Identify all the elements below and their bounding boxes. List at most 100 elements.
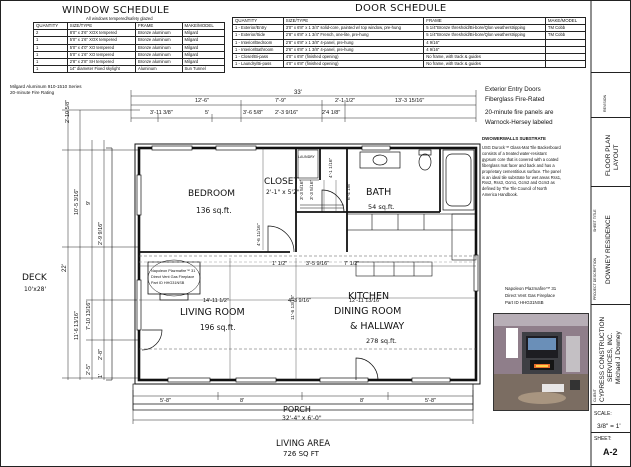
drywall-note-line: consists of a treated water-resistant [482,150,547,156]
room-closet-dim: 2'-1" x 5'2" [266,189,300,196]
left-dim-9: 1' [98,373,104,378]
drywall-note-line: proprietary cementitious surface. The pa… [482,168,561,174]
room-bath: BATH [366,187,392,198]
room-kitchen: KITCHEN [348,291,390,302]
fireplace-label-2: Direct Vent Gas Fireplace [151,275,195,279]
room-porch-dim: 32'-4" x 6'-0" [282,415,322,422]
room-living-area: 196 sq.ft. [200,323,236,332]
revision-box [591,72,631,118]
company-line-2: SERVICES, INC. [607,332,614,382]
left-dim-1: 2'-10 5/8" [65,99,71,123]
door-schedule-cell: TM Cobb [544,31,587,40]
drawing-title: FLOOR PLAN [605,134,612,176]
door-schedule-cell [544,38,587,47]
sheet-title-label: SHEET TITLE [593,209,597,232]
overall-width-dim: 33' [294,90,302,96]
window-schedule-cell: 5'0" x 1'6" XOX tempered [66,36,136,45]
exterior-note-2: Fiberglass Fire-Rated [485,96,545,103]
int-dim-1: 3'-3 5/16" [300,179,305,200]
fireplace-label-3: Part ID HHG31NSB [151,281,185,285]
living-area-total-label: LIVING AREA [276,439,331,449]
dim-top-2: 7'-9" [275,98,286,104]
left-dim-10: 22' [62,264,68,272]
room-deck: DECK [22,273,47,283]
int-dim-12: 12'-11 13/16" [349,298,381,304]
exterior-note-1: Exterior Entry Doors [485,86,541,93]
dim-second-2: 5' [205,110,210,116]
fireplace-right-note-2: Direct Vent Gas Fireplace [505,293,556,298]
project-name: DOWNEY RESIDENCE [605,215,612,284]
int-dim-11: 4'-3 9/16" [288,298,312,304]
int-dim-16: 5'-8" [425,398,436,404]
fireplace-label-1: Napoleon Plazmafire™ 31 [151,269,196,273]
int-dim-2: 3'-3 5/16" [310,179,315,200]
room-dining-area: 278 sq.ft. [366,337,397,345]
int-dim-4: 6'-4 1/8" [347,182,352,200]
int-dim-5: 4'-6 11/16" [257,223,262,246]
drywall-note-line: USG Durock™ Glass-Mat Tile Backerboard [482,145,561,150]
dim-second-1: 3'-11 3/8" [150,110,173,116]
room-bath-area: 54 sq.ft. [368,203,395,211]
drywall-note-line: fiberglass mat facer and back and has a [482,162,555,168]
drywall-note-line: defined by The Tile Council of North [482,186,548,192]
sheet-label: SHEET: [594,436,612,442]
door-schedule-cell [544,45,587,54]
room-hallway: & HALLWAY [350,321,405,332]
scale-value: 3/8" = 1' [597,423,621,430]
tb-divider-3 [591,404,631,405]
tb-divider-2 [591,304,631,305]
room-closet: CLOSET [264,177,299,187]
drywall-note-line: America Handbook. [482,192,518,198]
left-dim-6: 7'-10 13/16" [86,300,92,330]
client-label: CLIENT [593,389,597,402]
door-schedule-cell [544,60,587,69]
company-line-1: CYPRESS CONSTRUCTION [599,316,606,402]
tb-divider-4 [591,432,631,433]
scale-label: SCALE: [594,411,612,417]
drywall-note-line: Rss2, Rss3, Gcm1, Gcm2 and Gcm3 as [482,180,555,186]
window-schedule-cell: 8'0" x 3'6" XOX tempered [66,29,136,38]
int-dim-7: 3'-5 9/16" [306,261,330,267]
tb-divider-1 [591,186,631,187]
left-dim-8: 2'-5" [86,364,92,375]
window-schedule-cell: Milgard [181,50,226,59]
project-label: PROJECT DESCRIPTION [593,257,597,300]
room-dining: DINING ROOM [334,306,402,317]
fireplace-right-note-3: Part ID HHG31NSB [505,300,544,305]
int-dim-14: 8' [240,398,245,404]
left-dim-5: 11'-6 13/16" [74,311,80,340]
window-schedule-cell: 5'0" x 4'0" XO tempered [66,43,136,52]
exterior-note-3: 20-minute fire panels are [485,109,554,116]
room-bedroom-area: 136 sq.ft. [196,206,232,215]
left-dim-2: 10'-5 3/16" [74,188,80,215]
window-schedule-cell: Sun Tunnel [181,65,226,74]
dim-top-3: 2'-1 1/2" [335,98,356,104]
window-schedule-subtitle: All windows tempered/safety glazed [86,16,153,21]
dim-top-1: 12'-6" [195,98,210,104]
door-schedule-title: DOOR SCHEDULE [355,3,447,14]
room-bedroom: BEDROOM [188,189,235,199]
window-schedule-cell: Milgard [181,36,226,45]
left-dim-3: 9' [86,200,92,205]
window-note-2: 20-minute Fire Rating [10,90,55,95]
window-schedule-cell: Milgard [181,29,226,38]
dim-top-4: 13'-3 15/16" [395,98,425,104]
int-dim-13: 5'-8" [160,398,171,404]
room-laundry: LAUNDRY [298,155,315,159]
int-dim-3: 4'-1 1/16" [329,157,334,178]
room-living: LIVING ROOM [180,307,245,318]
drawing-subtitle: LAYOUT [613,144,620,170]
dim-second-3: 3'-6 5/8" [243,110,264,116]
int-dim-10: 14'-11 1/2" [203,298,229,304]
living-area-total: 726 SQ FT [283,450,319,458]
window-schedule-cell: 5'0" x 1'6" XO tempered [66,50,136,59]
